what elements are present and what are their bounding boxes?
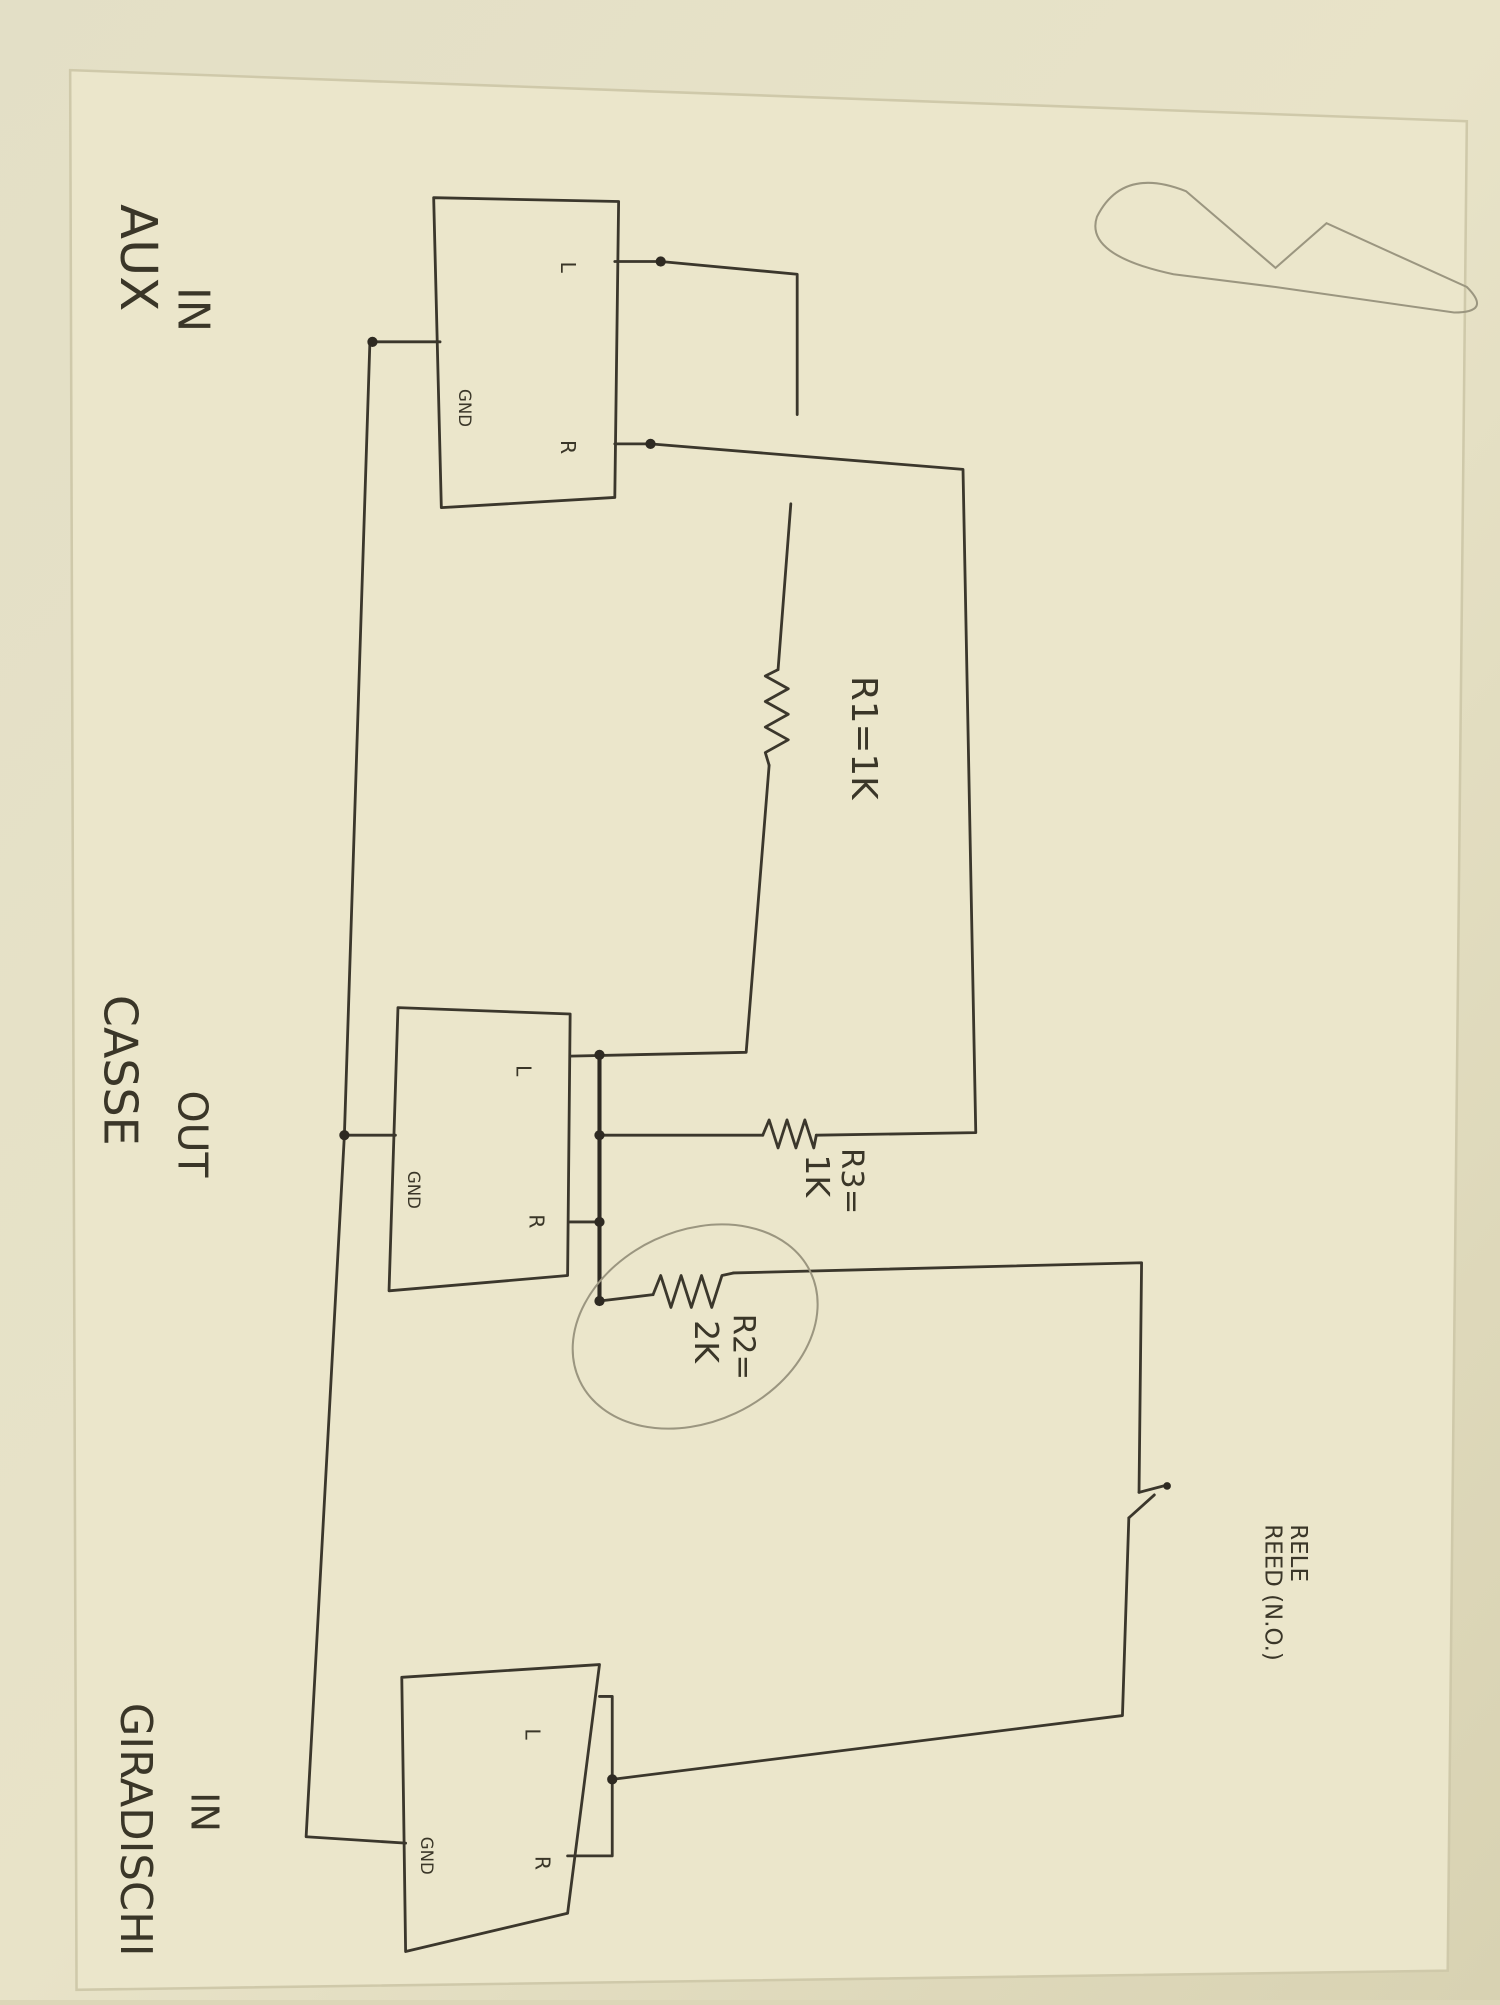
- speakers-box: [387, 1006, 572, 1293]
- aux-pin-r: R: [556, 440, 580, 454]
- wire-r2-left: [598, 1293, 655, 1303]
- resistor-r3-symbol: [761, 1118, 818, 1150]
- reed-switch-contact: [1137, 1484, 1165, 1494]
- turntable-pin-l: L: [521, 1728, 545, 1740]
- resistor-r3-value: 1K: [798, 1154, 837, 1198]
- junction-dot: [594, 1130, 605, 1141]
- junction-dot: [645, 438, 656, 449]
- reed-relay: RELE REED (N.O.): [1127, 1482, 1311, 1661]
- resistor-r2: R2= 2K: [571, 1223, 819, 1430]
- junction-dot: [339, 1130, 350, 1141]
- wire-r1-top: [776, 502, 793, 672]
- pencil-circle: [571, 1223, 819, 1430]
- relay-label-line2: REED (N.O.): [1259, 1524, 1285, 1661]
- wires: [304, 256, 1143, 1858]
- reed-switch-blade: [1127, 1493, 1156, 1520]
- paper-sheet: [68, 68, 1469, 1992]
- turntable-pin-r: R: [531, 1856, 555, 1870]
- aux-connector: L GND R IN AUX: [108, 196, 621, 510]
- junction-dot: [655, 256, 666, 267]
- aux-box: [432, 196, 621, 510]
- junction-dot: [594, 1295, 605, 1307]
- junction-dot: [607, 1774, 618, 1785]
- aux-label-in: IN: [168, 287, 218, 332]
- wire-turntable-right: [566, 1777, 614, 1858]
- resistor-r2-value: 2K: [687, 1320, 726, 1364]
- aux-label-aux: AUX: [108, 204, 167, 311]
- reed-switch-dot: [1163, 1482, 1171, 1490]
- resistor-r3: R3= 1K: [761, 1118, 869, 1214]
- turntable-label-in: IN: [181, 1792, 226, 1832]
- aux-pin-gnd: GND: [455, 389, 474, 427]
- junction-dot: [594, 1216, 605, 1228]
- relay-label-line1: RELE: [1285, 1524, 1311, 1582]
- resistor-r1-label: R1=1K: [843, 676, 884, 801]
- speakers-pin-r: R: [524, 1214, 548, 1228]
- speakers-label-casse: CASSE: [94, 995, 148, 1146]
- speakers-label-out: OUT: [169, 1091, 217, 1179]
- resistor-r1: R1=1K: [763, 668, 884, 801]
- resistor-r1-symbol: [763, 668, 790, 767]
- pencil-sketch: [1094, 181, 1479, 314]
- wire-r1-bottom: [568, 763, 771, 1058]
- aux-pin-l: L: [556, 261, 580, 273]
- turntable-box: [400, 1663, 601, 1953]
- resistor-r2-name: R2=: [725, 1314, 760, 1380]
- turntable-connector: L GND R IN GIRADISCHI: [110, 1663, 601, 1957]
- junction-dot: [367, 336, 378, 347]
- speakers-pin-gnd: GND: [404, 1171, 423, 1209]
- wire-aux-right: [613, 442, 978, 1137]
- wire-r2-right: [732, 1261, 1143, 1494]
- junction-dot: [594, 1049, 605, 1060]
- wire-aux-left: [613, 260, 799, 416]
- speakers-pin-l: L: [512, 1065, 536, 1077]
- resistor-r3-name: R3=: [834, 1148, 869, 1214]
- resistor-r2-symbol: [651, 1271, 735, 1309]
- turntable-label-giradischi: GIRADISCHI: [110, 1703, 160, 1957]
- speakers-connector: L GND R OUT CASSE: [94, 995, 572, 1293]
- turntable-pin-gnd: GND: [417, 1837, 436, 1875]
